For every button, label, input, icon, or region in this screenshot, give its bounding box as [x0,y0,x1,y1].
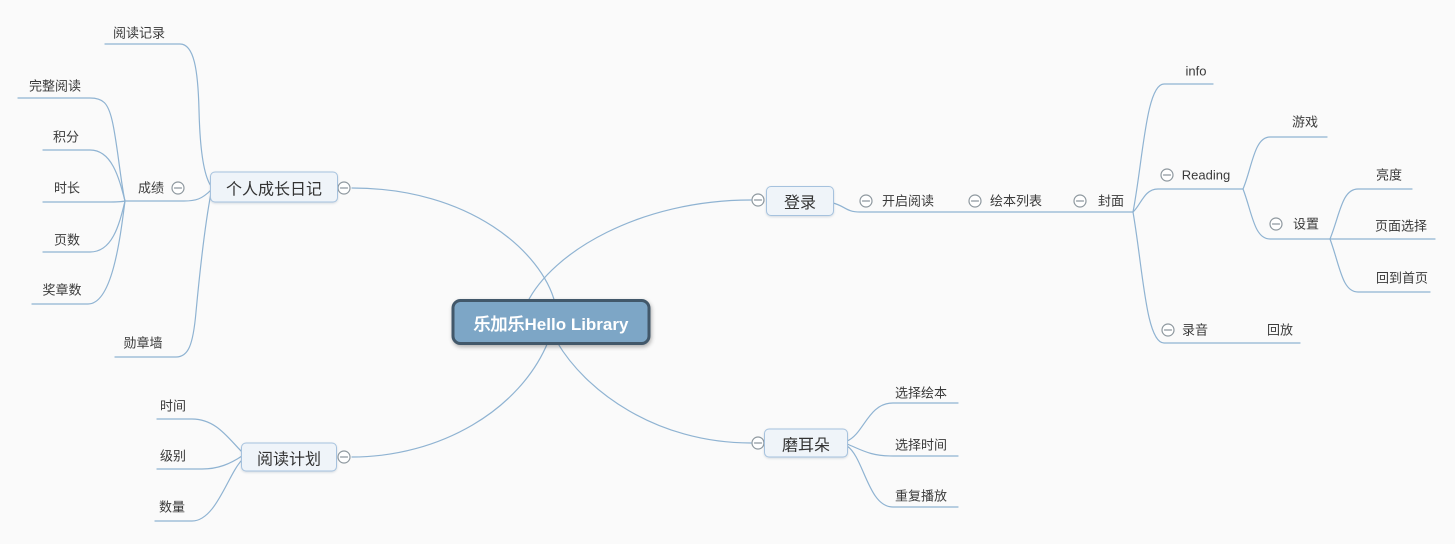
node-reading-record[interactable]: 阅读记录 [112,25,166,41]
node-login[interactable]: 登录 [766,186,834,216]
node-pages[interactable]: 页数 [53,232,81,248]
edge-cover-recording [1132,211,1301,344]
edge-cover-reading [1132,188,1244,213]
node-quantity[interactable]: 数量 [158,499,186,515]
collapse-icon-mo-er-duo[interactable] [751,436,765,450]
edge-reading-plan-time [156,418,243,453]
edge-reading-plan-level [156,455,243,470]
node-back-home[interactable]: 回到首页 [1375,270,1429,286]
node-full-reading[interactable]: 完整阅读 [28,78,82,94]
edge-mo-er-duo-choose-time [846,443,959,457]
node-medal-wall[interactable]: 勋章墙 [123,335,163,351]
edge-login-chain [832,202,1134,213]
node-central[interactable]: 乐加乐Hello Library [451,299,651,345]
edge-mo-er-duo-repeat-play [846,445,959,508]
edge-score-points [42,149,126,202]
collapse-icon-reading[interactable] [1160,168,1174,182]
node-score[interactable]: 成绩 [137,180,165,196]
collapse-icon-recording[interactable] [1161,323,1175,337]
collapse-icon-grow-diary[interactable] [337,181,351,195]
node-info[interactable]: info [1185,63,1207,79]
edge-mo-er-duo-choose-book [846,402,959,442]
node-points[interactable]: 积分 [52,129,80,145]
node-duration[interactable]: 时长 [53,180,81,196]
node-page-select[interactable]: 页面选择 [1374,218,1428,234]
edge-reading-game [1242,136,1328,190]
edge-central-mo-er-duo [556,341,752,444]
node-choose-time[interactable]: 选择时间 [894,437,948,453]
edge-score-full-reading [17,97,126,202]
node-repeat-play[interactable]: 重复播放 [894,488,948,504]
node-reading[interactable]: Reading [1181,167,1231,183]
collapse-icon-reading-plan[interactable] [337,450,351,464]
node-game[interactable]: 游戏 [1291,114,1319,130]
collapse-icon-settings[interactable] [1269,217,1283,231]
edge-grow-diary-score [124,189,212,202]
edge-central-grow-diary [351,187,556,304]
edge-grow-diary-reading-record [104,43,212,187]
edge-cover-info [1132,83,1214,213]
node-medal-count[interactable]: 奖章数 [42,282,82,298]
node-book-list[interactable]: 绘本列表 [989,193,1043,209]
node-time[interactable]: 时间 [159,398,187,414]
node-level[interactable]: 级别 [159,448,187,464]
node-brightness[interactable]: 亮度 [1375,167,1403,183]
node-cover[interactable]: 封面 [1097,193,1125,209]
node-choose-book[interactable]: 选择绘本 [894,385,948,401]
edge-score-medal-count [31,200,126,305]
edge-central-reading-plan [351,341,549,458]
node-mo-er-duo[interactable]: 磨耳朵 [764,428,848,458]
collapse-icon-start-reading[interactable] [859,194,873,208]
edge-central-login [526,199,752,304]
node-grow-diary[interactable]: 个人成长日记 [210,171,338,203]
edge-score-pages [42,200,126,253]
edge-settings-brightness [1329,188,1413,240]
node-settings[interactable]: 设置 [1292,216,1320,232]
edge-score-duration [42,200,126,203]
node-reading-plan[interactable]: 阅读计划 [241,442,337,472]
edge-grow-diary-medal-wall [114,192,212,358]
node-start-reading[interactable]: 开启阅读 [881,193,935,209]
edge-reading-settings [1242,188,1331,240]
node-recording[interactable]: 录音 [1181,322,1209,338]
collapse-icon-cover[interactable] [1073,194,1087,208]
node-playback[interactable]: 回放 [1266,322,1294,338]
collapse-icon-book-list[interactable] [968,194,982,208]
collapse-icon-score[interactable] [171,181,185,195]
edge-reading-plan-quantity [154,459,243,522]
edge-settings-back-home [1329,238,1431,293]
collapse-icon-login[interactable] [751,193,765,207]
